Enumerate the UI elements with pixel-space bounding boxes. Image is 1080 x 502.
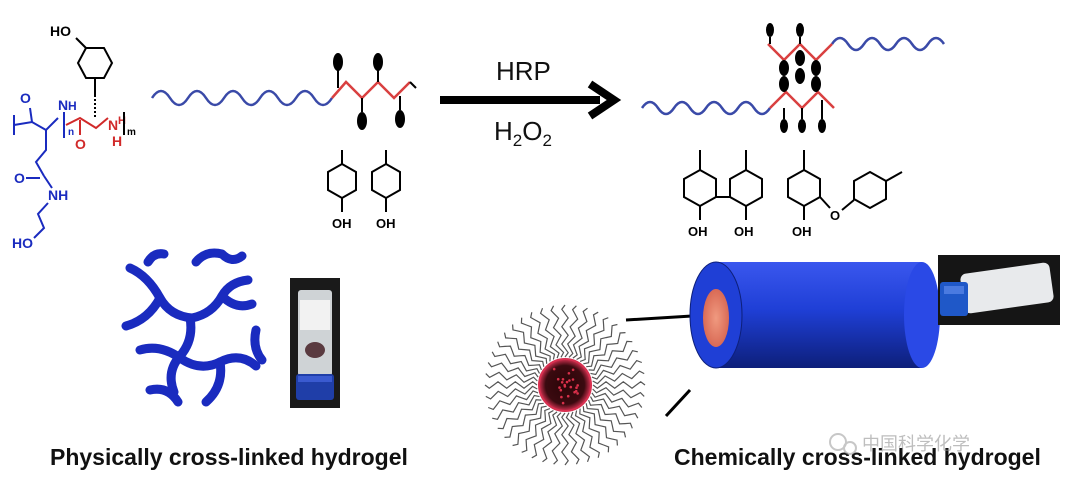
monomer-structure: HO O N H n O N H H m O NH HO [12,23,136,251]
crosslink-oh-3: OH [792,224,812,239]
caption-physical: Physically cross-linked hydrogel [50,444,408,470]
corona-strand [568,306,578,358]
oh-bottom-label: HO [12,235,33,251]
corona-strand [492,352,539,374]
corona-strand [593,382,645,388]
core-dot [575,386,578,389]
corona-strand [562,305,568,357]
h-right2-label: H [112,133,122,149]
rod-core-cap [703,289,729,347]
nh-amide-label: NH [48,187,68,203]
peg-wave [832,38,944,50]
tyramine-blob [357,112,367,130]
physical-network [126,253,262,402]
arrow-top-label: HRP [496,56,551,86]
corona-strand [577,312,599,359]
core-dot [570,386,573,389]
core-dot [576,384,579,387]
o-left-label: O [20,90,31,106]
core-dot [573,391,576,394]
corona-strand [593,371,645,384]
corona-strand [562,413,568,465]
core-dot [568,372,571,375]
crosslink-oh-2: OH [734,224,754,239]
reaction-arrow: HRP H2O2 [440,56,614,150]
corona-strand [593,388,645,398]
corona-strand [591,351,638,375]
corona-strand [486,386,538,399]
core-dot [572,369,575,372]
core-dot [557,378,560,381]
caption-chemical: Chemically cross-linked hydrogel [674,444,1041,470]
corona-strand [551,306,564,358]
corona-strand [532,411,554,458]
corona-strand [591,397,638,419]
core-dot [562,378,565,381]
tyramine-structures: OH OH [328,150,400,231]
tyramine-blob [373,53,383,71]
n-index-label: n [68,127,74,138]
h-small-label: H [68,99,77,113]
peptide-backbone [770,92,834,108]
watermark-text: 中国科学化学 [862,434,970,455]
tyramine-oh-2: OH [376,216,396,231]
peg-wave [642,102,770,114]
ether-o-label: O [830,208,840,223]
corona-strand [531,312,555,359]
cylinder-rod [690,262,940,368]
corona-strand [566,413,579,465]
vial-photo-chemical [938,255,1060,325]
arrow-bottom-label: H2O2 [494,116,552,150]
core-dot [572,378,575,381]
tyramine-blob [333,53,343,71]
nh-right-label: N [108,117,118,133]
core-dot [576,392,579,395]
core-dot [558,386,561,389]
core-dot [568,379,571,382]
o-right-label: O [75,136,86,152]
core-dot [560,389,563,392]
core-dot [561,381,564,384]
o-amide-label: O [14,170,25,186]
polymer-chain-left [152,53,416,130]
phenol-ring [78,48,112,78]
vial-photo-physical [290,278,340,408]
core-dot [560,396,563,399]
core-dot [566,381,569,384]
core-dot [562,402,565,405]
core-dot [567,395,570,398]
corona-strand [552,413,562,465]
connector-line [666,390,690,416]
corona-strand [485,382,537,388]
micelle [485,305,645,465]
tyramine-oh-1: OH [332,216,352,231]
nh-top-label: N [58,97,68,113]
corona-strand [486,372,538,382]
crosslinked-chains [642,23,944,133]
tyramine-blob [395,110,405,128]
core-dot [553,368,556,371]
peg-wave [152,91,332,105]
oh-top-label: HO [50,23,71,39]
corona-strand [492,396,539,420]
m-index-label: m [127,127,136,138]
peptide-backbone [332,82,410,98]
connector-line [626,316,692,320]
core-dot [563,384,566,387]
crosslink-oh-1: OH [688,224,708,239]
crosslink-structures: OH OH OH O [684,150,902,239]
corona-strand [576,411,600,458]
